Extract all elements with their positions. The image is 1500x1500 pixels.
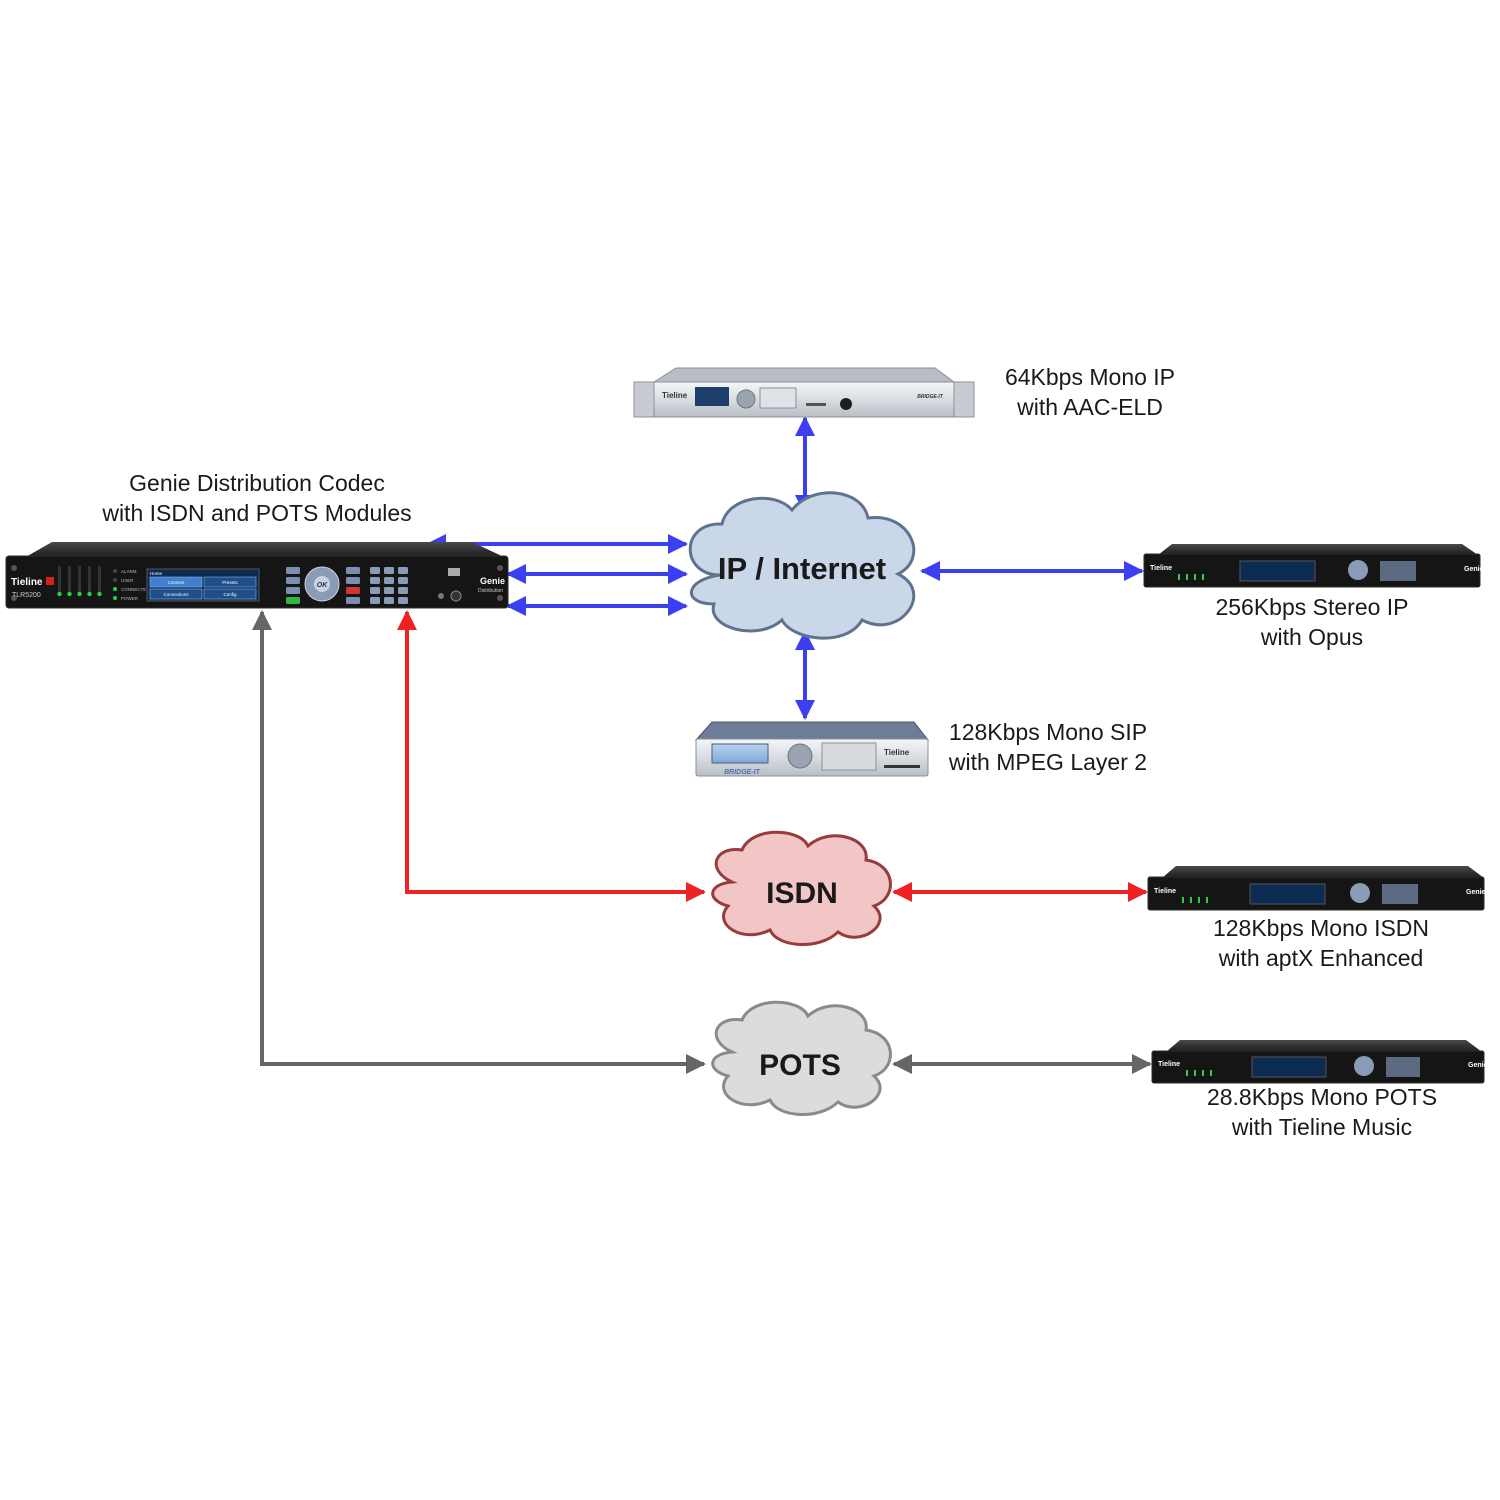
- isdn-lcd: [1249, 883, 1326, 905]
- usb-port-icon: [448, 568, 460, 576]
- right-ip-device-label: 256Kbps Stereo IP with Opus: [1192, 592, 1432, 652]
- sip-brand-logo: Tieline: [884, 748, 910, 757]
- main-codec-label-line1: Genie Distribution Codec: [129, 470, 385, 496]
- isdn-product-logo: Genie: [1466, 889, 1486, 896]
- led-user-label: USER: [121, 578, 134, 583]
- right-ip-nav-pad[interactable]: [1348, 560, 1368, 580]
- sip-card-slot: [884, 765, 920, 768]
- main-genie-codec: Tieline TLR5200 ALARM USER CONNECTED POW…: [5, 542, 509, 609]
- ip-cloud-label: IP / Internet: [718, 551, 886, 586]
- pots-links: [252, 610, 1152, 1074]
- screen-presets-button[interactable]: [203, 576, 257, 588]
- right-ip-product-logo: Genie: [1464, 566, 1484, 573]
- screen-config-button[interactable]: [203, 588, 257, 600]
- isdn-nav-pad[interactable]: [1350, 883, 1370, 903]
- main-model-label: TLR5200: [12, 592, 41, 599]
- sip-product-logo: BRIDGE-IT: [724, 769, 761, 776]
- screen-connect-label: Connect: [168, 580, 186, 585]
- pots-product-logo: Genie: [1468, 1062, 1488, 1069]
- screen-config-label: Config: [223, 592, 237, 597]
- ok-button-label: OK: [317, 582, 328, 589]
- sip-device-label: 128Kbps Mono SIP with MPEG Layer 2: [932, 717, 1164, 777]
- main-lcd-screen: Home Connect Presets Connections Config: [146, 568, 260, 602]
- top-keypad[interactable]: [759, 387, 797, 409]
- tieline-check-icon: [46, 577, 54, 585]
- sip-label-line2: with MPEG Layer 2: [948, 749, 1148, 775]
- sip-bridge-it-unit: Tieline BRIDGE-IT: [694, 721, 930, 777]
- sip-keypad[interactable]: [821, 742, 877, 771]
- top-device-label: 64Kbps Mono IP with AAC-ELD: [980, 362, 1200, 422]
- pots-genie-codec: Tieline Genie: [1151, 1040, 1488, 1084]
- right-ip-lcd: [1239, 560, 1316, 582]
- pots-nav-pad[interactable]: [1354, 1056, 1374, 1076]
- top-device-label-line2: with AAC-ELD: [1017, 394, 1163, 420]
- ip-links: [426, 416, 1144, 720]
- ok-nav-pad[interactable]: OK: [304, 566, 340, 602]
- numeric-keypad[interactable]: [370, 567, 408, 604]
- screen-connections-button[interactable]: [149, 588, 203, 600]
- top-device-label-line1: 64Kbps Mono IP: [1004, 364, 1176, 390]
- top-lcd: [695, 387, 729, 406]
- top-card-slot: [806, 403, 826, 406]
- right-ip-label-line2: with Opus: [1260, 624, 1364, 650]
- volume-knob-icon: [450, 590, 462, 602]
- pots-cloud: POTS: [711, 1000, 892, 1116]
- sip-nav-pad[interactable]: [787, 743, 813, 769]
- function-buttons: [286, 567, 300, 604]
- pots-label-line1: 28.8Kbps Mono POTS: [1206, 1084, 1438, 1110]
- right-ip-keypad[interactable]: [1380, 561, 1416, 581]
- main-product-logo: Genie: [480, 576, 505, 586]
- right-ip-genie-codec: Tieline Genie: [1143, 544, 1484, 588]
- isdn-genie-codec: Tieline Genie: [1147, 866, 1486, 911]
- led-alarm-label: ALARM: [121, 569, 137, 574]
- main-codec-label: Genie Distribution Codec with ISDN and P…: [60, 468, 454, 528]
- isdn-keypad[interactable]: [1382, 884, 1418, 904]
- isdn-brand-logo: Tieline: [1154, 888, 1176, 895]
- top-brand-logo: Tieline: [662, 391, 688, 400]
- sip-lcd: [711, 743, 769, 764]
- screen-title: Home: [150, 571, 163, 576]
- ip-internet-cloud: IP / Internet: [688, 491, 916, 640]
- pots-lcd: [1251, 1056, 1327, 1078]
- top-nav-pad[interactable]: [736, 389, 756, 409]
- main-brand-logo: Tieline: [11, 577, 43, 588]
- main-product-sub: Distribution: [478, 588, 503, 594]
- level-meters: [57, 566, 102, 597]
- isdn-label-line2: with aptX Enhanced: [1218, 945, 1424, 971]
- pots-label-line2: with Tieline Music: [1231, 1114, 1413, 1140]
- right-ip-brand-logo: Tieline: [1150, 565, 1172, 572]
- main-codec-label-line2: with ISDN and POTS Modules: [102, 500, 412, 526]
- led-connected-label: CONNECTED: [121, 587, 150, 592]
- isdn-device-label: 128Kbps Mono ISDN with aptX Enhanced: [1186, 913, 1456, 973]
- isdn-label-line1: 128Kbps Mono ISDN: [1212, 915, 1430, 941]
- pots-cloud-label: POTS: [759, 1049, 841, 1082]
- soft-keys: [346, 567, 360, 604]
- screen-connect-button[interactable]: [149, 576, 203, 588]
- isdn-cloud: ISDN: [711, 830, 892, 946]
- top-volume-knob[interactable]: [840, 398, 852, 410]
- top-product-logo: BRIDGE-IT: [917, 394, 944, 400]
- isdn-cloud-label: ISDN: [766, 877, 838, 910]
- headphone-jack-icon: [438, 593, 444, 599]
- led-power-label: POWER: [121, 596, 139, 601]
- top-bridge-it-rack: Tieline BRIDGE-IT: [633, 367, 975, 418]
- pots-link-main: [252, 610, 706, 1074]
- sip-label-line1: 128Kbps Mono SIP: [948, 719, 1148, 745]
- screen-presets-label: Presets: [222, 580, 238, 585]
- pots-brand-logo: Tieline: [1158, 1061, 1180, 1068]
- pots-device-label: 28.8Kbps Mono POTS with Tieline Music: [1182, 1082, 1462, 1142]
- right-ip-label-line1: 256Kbps Stereo IP: [1215, 594, 1409, 620]
- isdn-link-main: [397, 610, 706, 902]
- status-leds: ALARM USER CONNECTED POWER: [113, 569, 150, 601]
- pots-keypad[interactable]: [1386, 1057, 1420, 1077]
- screen-connections-label: Connections: [163, 592, 189, 597]
